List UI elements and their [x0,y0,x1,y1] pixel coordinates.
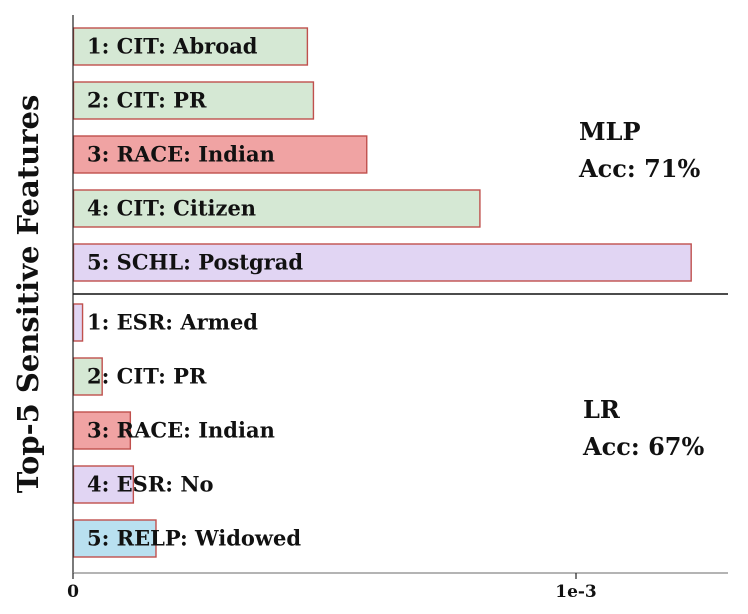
bar-label-lr-5: 5: RELP: Widowed [87,526,301,551]
bar-label-mlp-1: 1: CIT: Abroad [87,34,258,59]
bar-lr-3 [72,411,132,450]
bar-mlp-3 [72,135,368,174]
bar-label-lr-4: 4: ESR: No [87,472,214,497]
bar-mlp-2 [72,81,315,120]
accuracy-label-mlp: Acc: 71% [578,154,700,183]
bar-mlp-1 [72,27,309,66]
bar-label-mlp-5: 5: SCHL: Postgrad [87,250,303,275]
bar-mlp-4 [72,189,481,228]
x-tick-label-1: 1e-3 [555,582,597,602]
y-axis-title: Top-5 Sensitive Features [11,95,45,494]
bar-label-lr-1: 1: ESR: Armed [87,310,258,335]
x-tick-label-0: 0 [67,582,79,602]
bar-lr-1 [72,303,84,342]
bar-label-lr-2: 2: CIT: PR [87,364,207,389]
bar-label-mlp-3: 3: RACE: Indian [87,142,275,167]
bar-mlp-5 [72,243,692,282]
bar-label-mlp-2: 2: CIT: PR [87,88,207,113]
bar-label-mlp-4: 4: CIT: Citizen [87,196,256,221]
model-label-lr: LR [583,395,621,424]
bar-label-lr-3: 3: RACE: Indian [87,418,275,443]
accuracy-label-lr: Acc: 67% [582,432,704,461]
model-label-mlp: MLP [579,117,641,146]
